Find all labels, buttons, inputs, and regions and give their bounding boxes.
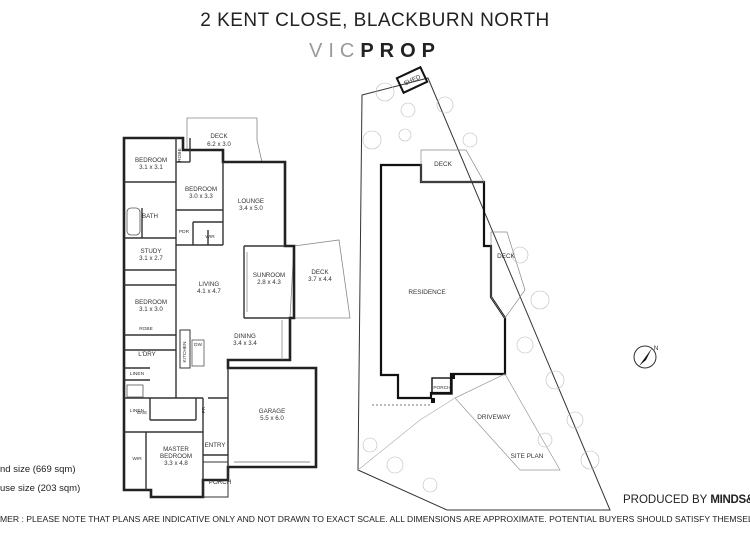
living-label: LIVING [199,281,219,288]
fr-label: FR [201,406,207,413]
brand-bold: PROP [360,40,442,62]
produced-by: PRODUCED BY MINDS&M [623,494,750,506]
deck-side-label: DECK [311,269,329,276]
pdr-label: PDR [179,229,190,235]
deck-side-size: 3.7 x 4.4 [308,276,332,283]
ens-label: ENS [137,410,147,416]
site-boundary [357,77,611,511]
brand-light: VIC [308,40,361,62]
producer-brand: MINDS&M [710,494,750,506]
site-plan-caption: SITE PLAN [511,453,544,460]
house-size: use size (203 sqm) [0,483,81,494]
deck-rear-size: 6.2 x 3.0 [207,141,231,148]
driveway-outline [454,373,561,471]
garage-label: GARAGE [259,408,285,415]
site-porch-label: PORCH [433,385,451,391]
linen1-label: LINEN [130,371,145,377]
site-porch-box [431,377,453,395]
dining-label: DINING [234,333,256,340]
north-arrow-icon: N [633,345,659,369]
site-deck-top [420,149,485,183]
floor-plan-labels: DECK 6.2 x 3.0 ROBE BEDROOM 3.1 x 3.1 BE… [130,133,332,486]
driveway-label: DRIVEWAY [477,414,511,421]
north-label: N [654,345,659,352]
bath-label: BATH [142,213,158,220]
site-deck-right [490,231,526,319]
land-size: nd size (669 sqm) [0,464,76,475]
site-deck-top-label: DECK [434,161,452,168]
robe-mid-label: ROBE [139,326,153,332]
bedroom2-size: 3.0 x 3.3 [189,193,213,200]
lounge-label: LOUNGE [238,198,264,205]
floor-plan [122,117,351,499]
dishwasher-box [191,339,205,367]
lounge-size: 3.4 x 5.0 [239,205,263,212]
bedroom1-label: BEDROOM [135,157,167,164]
house-outer-wall [122,136,318,499]
deck-side-outline [289,239,351,319]
produced-by-label: PRODUCED BY [623,494,708,506]
wir-small-label: WIR [205,234,215,240]
kitchen-bench [179,329,191,369]
bedroom2-label: BEDROOM [185,186,217,193]
residence-label: RESIDENCE [408,289,445,296]
dining-size: 3.4 x 3.4 [233,340,257,347]
bedroom3-size: 3.1 x 3.0 [139,306,163,313]
deck-rear-label: DECK [210,133,228,140]
disclaimer: MER : PLEASE NOTE THAT PLANS ARE INDICAT… [0,514,750,524]
master-size: 3.3 x 4.8 [164,460,188,467]
site-plan-labels: SHED DECK DECK RESIDENCE PORCH DRIVEWAY … [403,74,544,460]
ldry-label: L'DRY [138,351,156,358]
brand-logo: VICPROP [0,40,750,63]
shower [126,384,144,398]
linen2-label: LINEN [130,408,145,414]
study-size: 3.1 x 2.7 [139,255,163,262]
site-deck-right-label: DECK [497,253,515,260]
bath-tub [126,207,141,236]
shed-outline [395,65,429,95]
porch-outline [202,461,229,498]
study-label: STUDY [141,248,162,255]
entry-label: ENTRY [205,442,226,449]
bedroom3-label: BEDROOM [135,299,167,306]
deck-rear-outline [186,117,263,163]
residence-outline [379,163,507,400]
porch-label: PORCH [209,479,231,486]
garage-size: 5.5 x 6.0 [260,415,284,422]
robe-top-label: ROBE [177,148,183,162]
master-label2: BEDROOM [160,453,192,460]
sunroom-label: SUNROOM [253,272,285,279]
site-trees [362,82,600,493]
master-label: MASTER [163,446,189,453]
sunroom-size: 2.8 x 4.3 [257,279,281,286]
dw-label: DW [194,342,202,348]
wir-master-label: WIR [132,456,142,462]
living-size: 4.1 x 4.7 [197,288,221,295]
kitchen-label: KITCHEN [182,341,188,363]
site-plan [357,65,611,511]
page-title: 2 KENT CLOSE, BLACKBURN NORTH [200,10,550,31]
bedroom1-size: 3.1 x 3.1 [139,164,163,171]
